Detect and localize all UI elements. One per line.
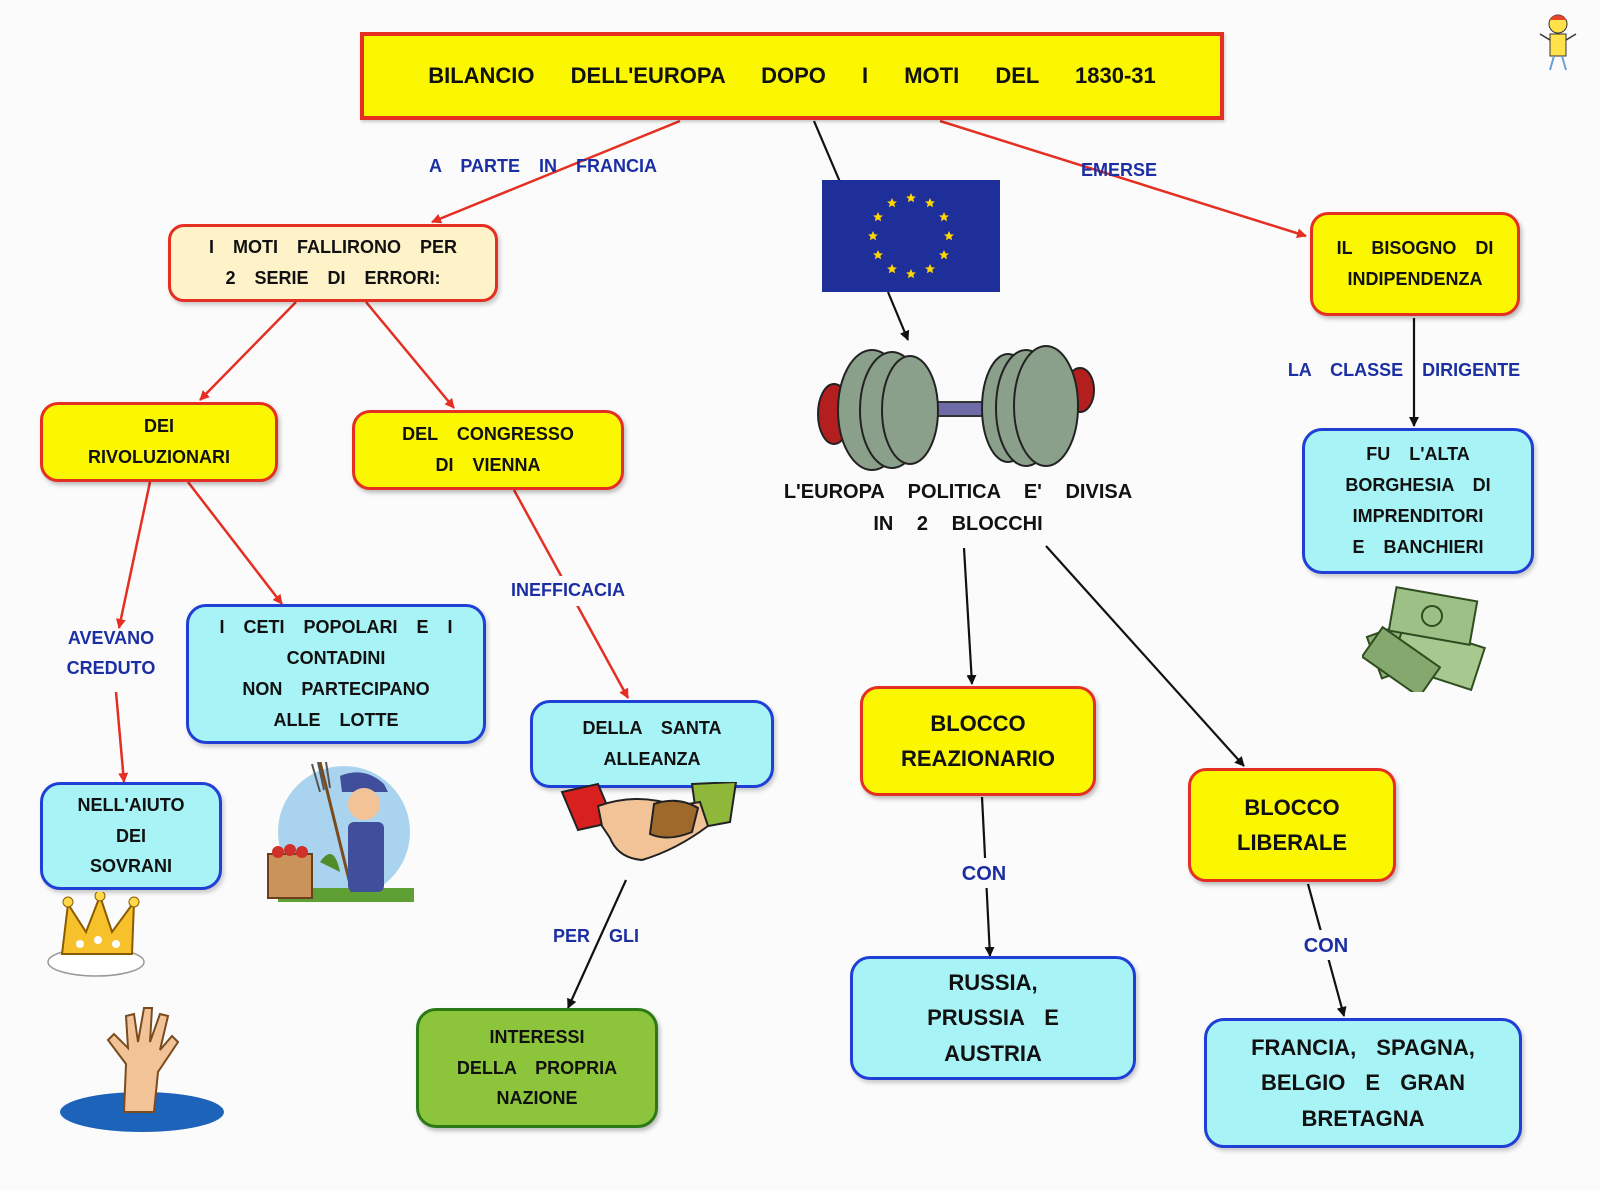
node-alta-borghesia: FU L'ALTA BORGHESIA DI IMPRENDITORI E BA… — [1302, 428, 1534, 574]
handshake-icon — [560, 782, 738, 862]
node-santa-alleanza: DELLA SANTA ALLEANZA — [530, 700, 774, 788]
node-interessi-nazione: INTERESSI DELLA PROPRIA NAZIONE — [416, 1008, 658, 1128]
eu-flag-icon — [822, 180, 1000, 292]
node-russia-prussia-austria: RUSSIA, PRUSSIA E AUSTRIA — [850, 956, 1136, 1080]
mascot-icon — [1539, 14, 1577, 71]
node-moti-fallirono: I MOTI FALLIRONO PER 2 SERIE DI ERRORI: — [168, 224, 498, 302]
arrow-moti-to-rivoluzionari — [199, 301, 297, 401]
text-europa-divisa: L'EUROPA POLITICA E' DIVISA IN 2 BLOCCHI — [783, 481, 1133, 535]
money-icon — [1362, 586, 1487, 692]
farmer-icon — [267, 762, 414, 902]
node-blocco-liberale: BLOCCO LIBERALE — [1188, 768, 1396, 882]
dumbbell-icon — [817, 345, 1095, 471]
node-congresso-vienna: DEL CONGRESSO DI VIENNA — [352, 410, 624, 490]
label-con-reazionario: CON — [950, 858, 1018, 888]
map-title: BILANCIO DELL'EUROPA DOPO I MOTI DEL 183… — [360, 32, 1224, 120]
arrow-rivoluzionari-to-aiuto — [115, 481, 152, 629]
arrow-title-to-flag — [812, 120, 842, 183]
label-inefficacia: INEFFICACIA — [500, 576, 636, 606]
crown-icon — [47, 892, 145, 977]
node-blocco-reazionario: BLOCCO REAZIONARIO — [860, 686, 1096, 796]
label-con-liberale: CON — [1292, 930, 1360, 960]
label-per-gli: PER GLI — [552, 926, 639, 946]
label-a-parte-in-francia: A PARTE IN FRANCIA — [429, 156, 657, 176]
node-ceti-popolari: I CETI POPOLARI E I CONTADINI NON PARTEC… — [186, 604, 486, 744]
label-la-classe-dirigente: LA CLASSE DIRIGENTE — [1287, 360, 1521, 380]
node-francia-spagna: FRANCIA, SPAGNA, BELGIO E GRAN BRETAGNA — [1204, 1018, 1522, 1148]
arrow-rivoluzionari-to-ceti — [187, 481, 283, 605]
drowning-hand-icon — [60, 1007, 224, 1132]
node-aiuto-sovrani: NELL'AIUTO DEI SOVRANI — [40, 782, 222, 890]
arrow-avevano-to-aiuto — [114, 691, 129, 783]
label-avevano-creduto: AVEVANO CREDUTO — [66, 628, 156, 678]
node-bisogno-indipendenza: IL BISOGNO DI INDIPENDENZA — [1310, 212, 1520, 316]
arrow-flag-to-dumbbell — [886, 291, 910, 341]
arrow-divisa-to-reazionario — [962, 547, 977, 685]
node-rivoluzionari: DEI RIVOLUZIONARI — [40, 402, 278, 482]
label-emerse: EMERSE — [1080, 160, 1158, 180]
arrow-moti-to-congresso — [365, 301, 455, 409]
